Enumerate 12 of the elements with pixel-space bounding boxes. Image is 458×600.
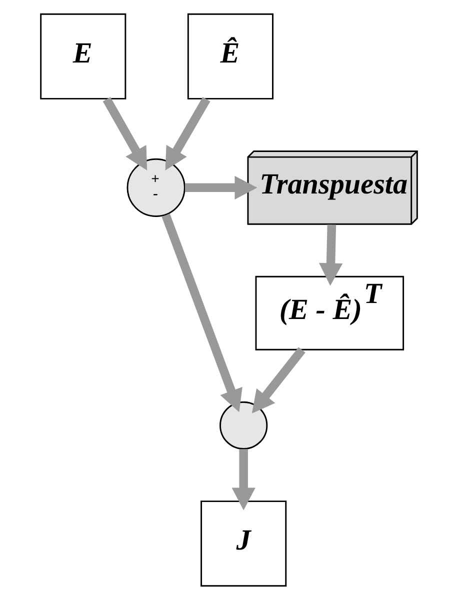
arrow — [165, 96, 210, 170]
arrow — [102, 97, 148, 170]
node-circle: + - — [126, 158, 186, 217]
arrow — [185, 176, 258, 200]
arrow — [318, 224, 343, 286]
node-circle — [220, 401, 268, 450]
arrow — [252, 347, 306, 414]
node-box: J — [200, 500, 287, 587]
node-box: E — [40, 13, 126, 100]
arrow — [232, 449, 256, 510]
node-box: Ê — [187, 13, 274, 100]
arrow — [162, 214, 242, 412]
